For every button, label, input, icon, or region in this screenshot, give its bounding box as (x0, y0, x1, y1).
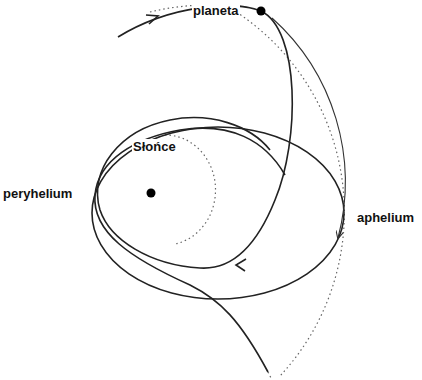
orbit-label: planeta (192, 3, 240, 18)
dotted-orbit (268, 372, 272, 380)
orbit-path (97, 6, 292, 268)
orbit-ellipse (92, 127, 344, 299)
motion-arrow (272, 18, 345, 238)
direction-arrowhead (236, 259, 246, 271)
orbit-label: Słońce (132, 139, 177, 154)
orbit-path (95, 128, 285, 372)
orbit-label: aphelium (356, 210, 415, 225)
direction-arrowhead (146, 15, 158, 24)
orbit-label: peryhelium (2, 186, 73, 201)
planet-dot (257, 7, 266, 16)
dotted-orbit (225, 5, 344, 376)
sun-dot (147, 189, 156, 198)
